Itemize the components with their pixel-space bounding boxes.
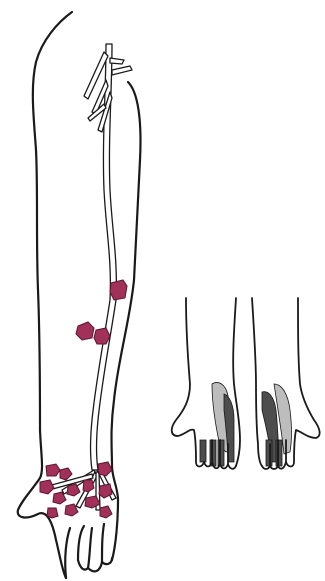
- nerve-branch-top-2: [110, 58, 124, 64]
- nerve-trunk: [48, 44, 132, 510]
- lesion-hand-1: [40, 480, 54, 494]
- left-hand-figure: [172, 298, 240, 469]
- nerve-branch-top-3: [112, 66, 132, 75]
- arm-finger-4: [102, 558, 112, 564]
- lesion-forearm-mid-right: [94, 328, 110, 344]
- lesion-wrist-1: [46, 464, 60, 476]
- lesion-hand-9: [100, 506, 112, 518]
- lesion-wrist-3: [98, 462, 112, 476]
- lesion-forearm-upper: [110, 280, 127, 300]
- arm-inner-contour: [112, 82, 141, 560]
- lesion-wrist-2: [60, 468, 72, 480]
- right-hand-outer-contour: [252, 298, 262, 466]
- lesion-hand-4: [83, 480, 94, 492]
- lesion-forearm-mid-left: [76, 322, 94, 340]
- left-hand-outer-contour: [172, 298, 204, 467]
- arm-finger-1: [65, 526, 84, 578]
- lesion-hand-8: [47, 508, 58, 518]
- right-hand-figure: [252, 298, 320, 469]
